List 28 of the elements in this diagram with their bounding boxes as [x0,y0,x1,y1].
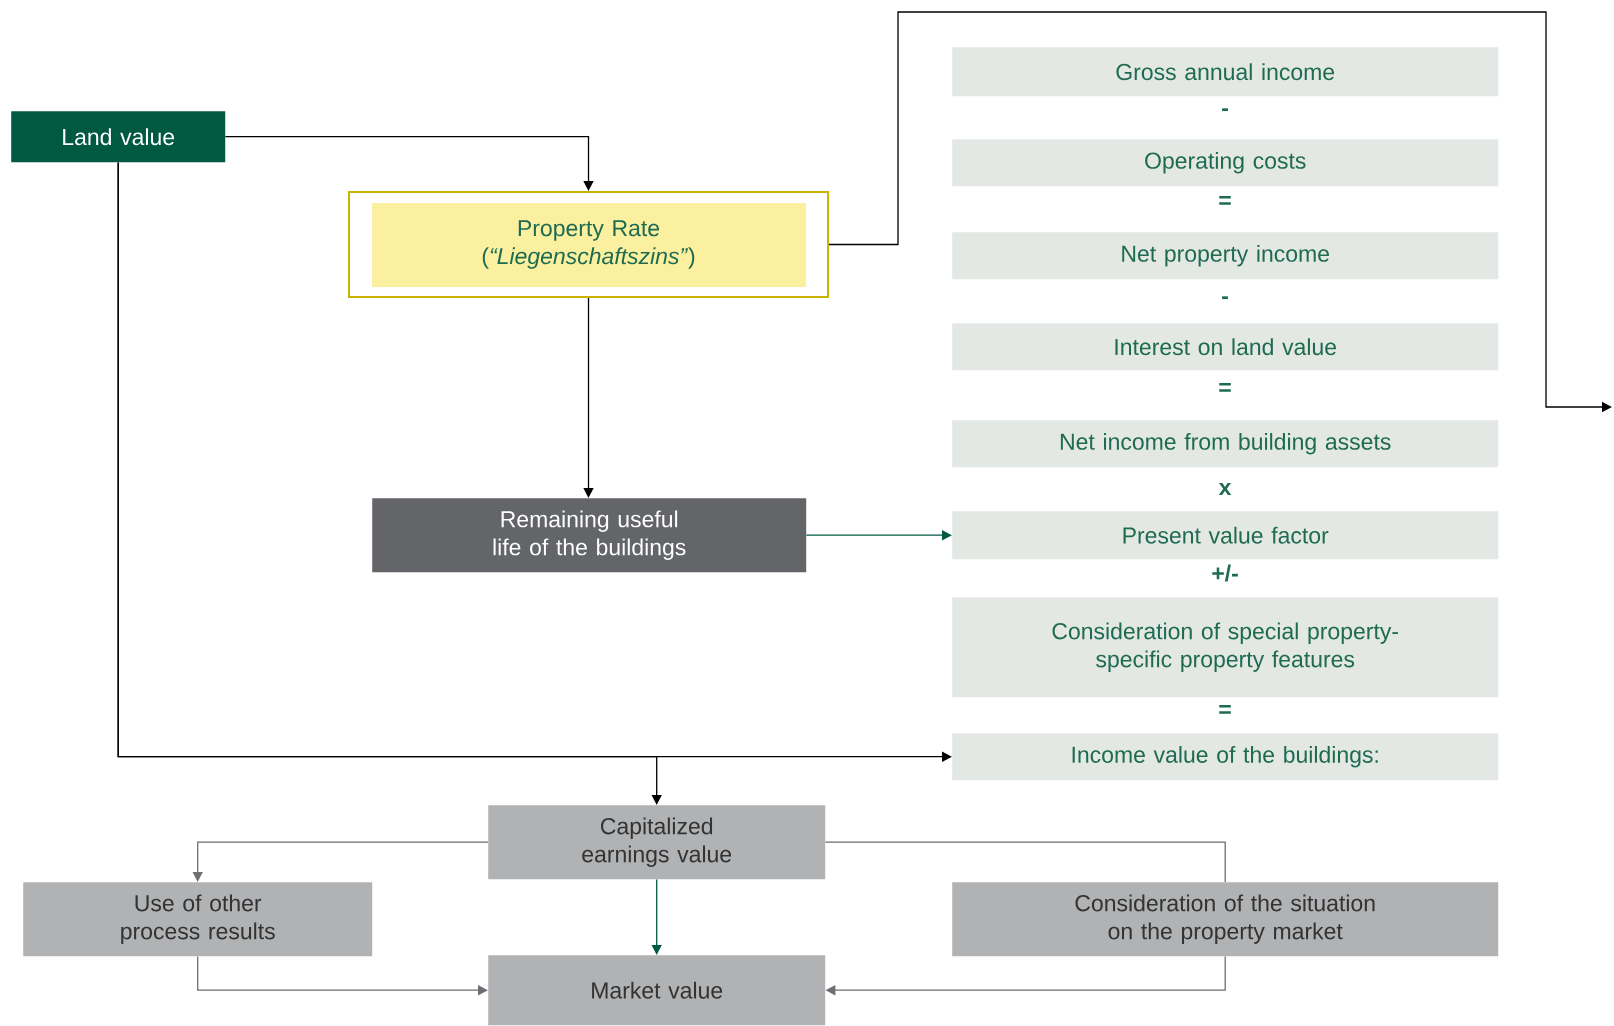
arrow [117,161,662,805]
operator-sign: = [1219,383,1231,392]
arrow [192,841,489,882]
process-box: Remaining useful life of the buildings [372,498,807,573]
calculation-box: Income value of the buildings: [952,733,1499,781]
operator-sign: x [1218,482,1232,496]
arrow [583,297,594,498]
operator-sign: = [1219,705,1231,714]
process-box: Land value [11,111,226,163]
calculation-box: Present value factor [952,511,1499,560]
rate-box: Property Rate (“Liegenschaftszins”) [348,191,829,298]
process-box: Market value [488,955,826,1026]
process-box: Capitalized earnings value [488,805,826,880]
calculation-box: Consideration of special property-specific property features [952,597,1499,698]
calculation-box: Interest on land value [952,323,1499,371]
process-box: Use of other process results [23,882,373,957]
calculation-box: Operating costs [952,139,1499,187]
process-box: Consideration of the situation on the property market [952,882,1499,957]
calculation-box: Gross annual income [952,47,1499,97]
operator-sign: +/- [1212,564,1238,582]
arrow [651,878,662,955]
calculation-box: Net property income [952,232,1499,280]
connector-line [824,841,1226,883]
operator-sign: - [1222,296,1228,300]
operator-sign: = [1219,196,1231,205]
calculation-box: Net income from building assets [952,420,1499,468]
arrow [224,136,594,191]
operator-sign: - [1222,108,1228,112]
